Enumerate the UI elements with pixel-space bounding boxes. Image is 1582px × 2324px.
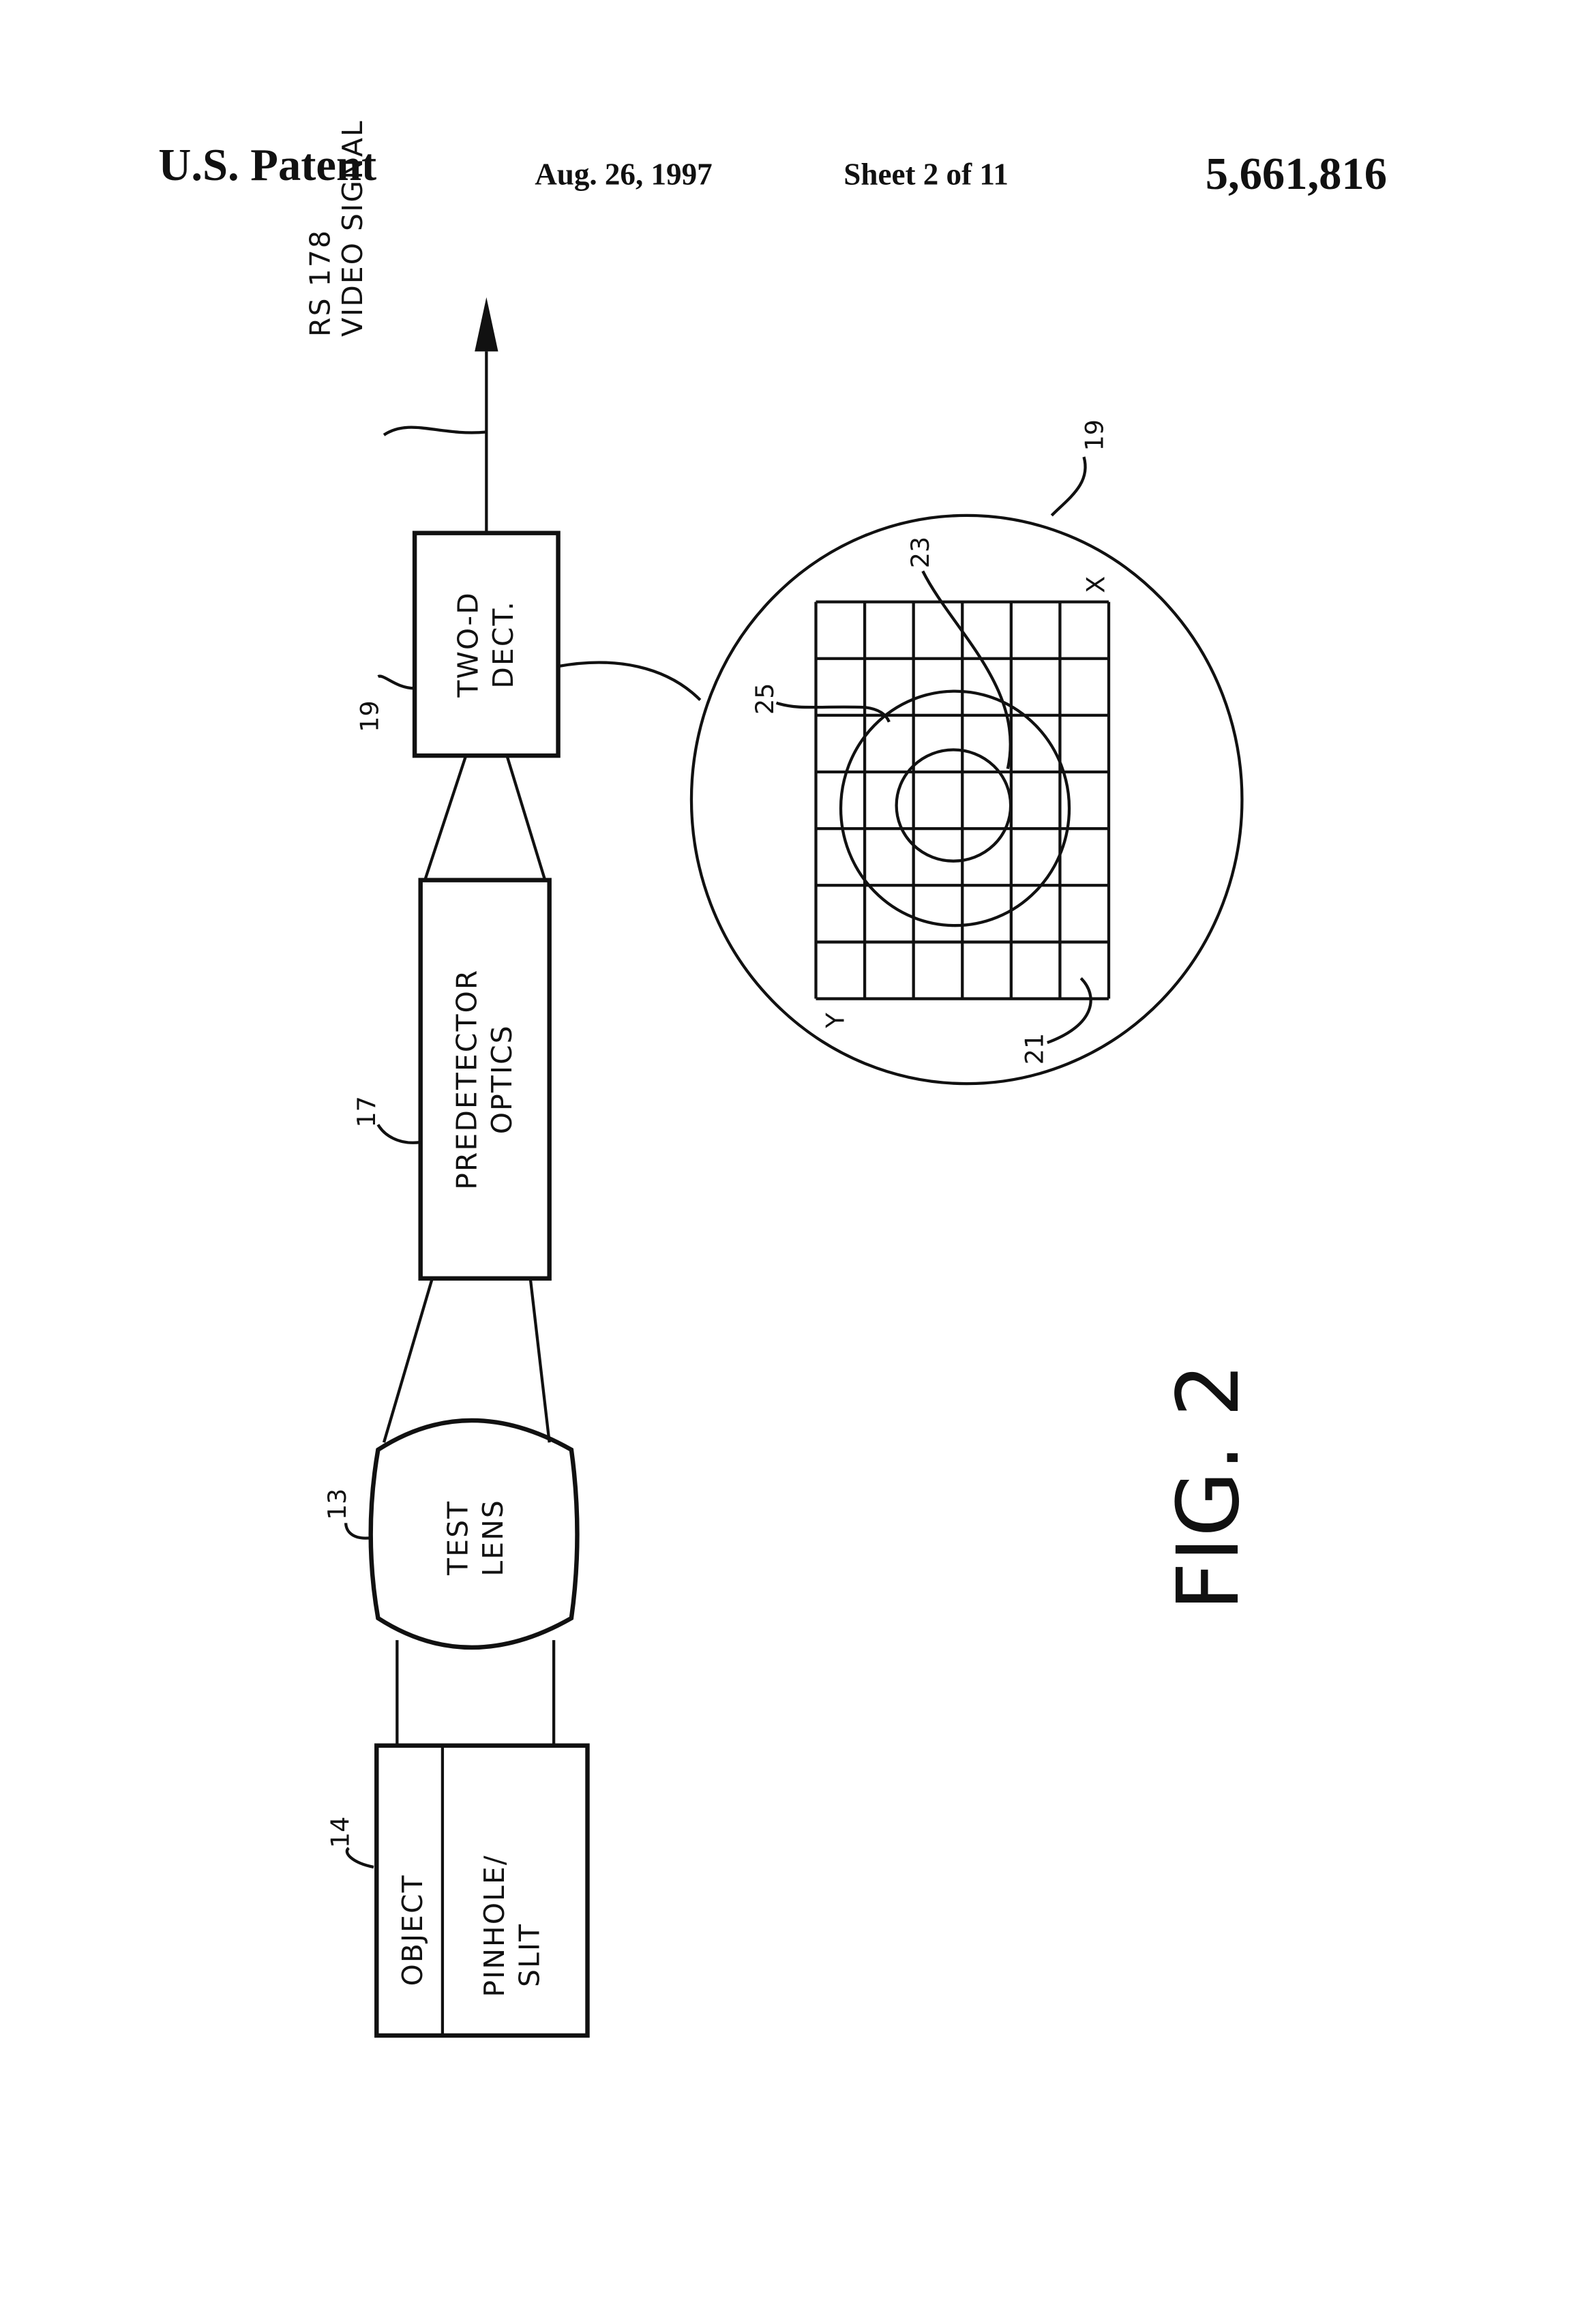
svg-text:OPTICS: OPTICS — [486, 1024, 518, 1134]
svg-text:PINHOLE/: PINHOLE/ — [478, 1854, 511, 1997]
leader-23 — [921, 570, 1012, 769]
ref-19-detector: 19 — [355, 700, 384, 732]
pinhole-slit-label: PINHOLE/ SLIT — [478, 1854, 546, 1997]
beam-object-to-lens — [395, 1640, 556, 1746]
beam-lens-to-optics — [382, 1278, 551, 1443]
ref-25: 25 — [750, 683, 779, 715]
svg-text:PREDETECTOR: PREDETECTOR — [450, 969, 483, 1190]
outer-spot-ring — [839, 689, 1071, 927]
figure-label: FIG. 2 — [1159, 1363, 1258, 1611]
leader-19 — [377, 674, 415, 690]
svg-text:VIDEO SIGNAL: VIDEO SIGNAL — [336, 119, 369, 337]
leader-25 — [775, 701, 891, 723]
video-signal-label: RS 178 VIDEO SIGNAL — [304, 119, 369, 337]
ref-23: 23 — [906, 537, 935, 568]
test-lens-label: TEST LENS — [441, 1499, 509, 1577]
header-date: Aug. 26, 1997 — [535, 158, 712, 192]
header-sheet: Sheet 2 of 11 — [844, 158, 1009, 192]
ref-19-detail: 19 — [1079, 419, 1109, 451]
object-box — [374, 1743, 590, 2038]
detail-leader — [558, 661, 702, 701]
two-d-detector-box — [412, 531, 561, 758]
predetector-optics-label: PREDETECTOR OPTICS — [450, 969, 518, 1190]
svg-text:LENS: LENS — [477, 1499, 509, 1577]
svg-text:TEST: TEST — [441, 1500, 474, 1576]
leader-21 — [1047, 977, 1092, 1045]
inner-spot-ring — [895, 748, 1013, 863]
svg-text:RS 178: RS 178 — [304, 229, 337, 337]
object-label: OBJECT — [396, 1874, 429, 1986]
two-d-detector-label: TWO-D DECT. — [451, 591, 520, 698]
ref-14: 14 — [325, 1817, 355, 1848]
svg-text:TWO-D: TWO-D — [451, 591, 484, 698]
header-left: U.S. Patent — [158, 140, 376, 190]
leader-13 — [344, 1523, 373, 1540]
ref-17: 17 — [352, 1096, 381, 1127]
svg-text:SLIT: SLIT — [513, 1923, 546, 1987]
axis-y-label: Y — [820, 1013, 850, 1029]
leader-17 — [376, 1124, 421, 1144]
leader-19-detail — [1050, 456, 1087, 517]
axis-x-label: X — [1081, 576, 1111, 593]
ref-13: 13 — [323, 1489, 352, 1520]
leader-14 — [345, 1847, 374, 1869]
header-patent-number: 5,661,816 — [1206, 149, 1387, 199]
predetector-optics-box — [418, 878, 552, 1281]
ref-21: 21 — [1019, 1033, 1049, 1064]
detector-detail-circle — [689, 513, 1244, 1086]
test-lens-shape — [368, 1418, 580, 1650]
beam-cone-detector — [423, 755, 547, 881]
video-signal-arrow — [383, 297, 498, 532]
pixel-grid — [814, 600, 1111, 1000]
svg-text:DECT.: DECT. — [487, 600, 520, 688]
